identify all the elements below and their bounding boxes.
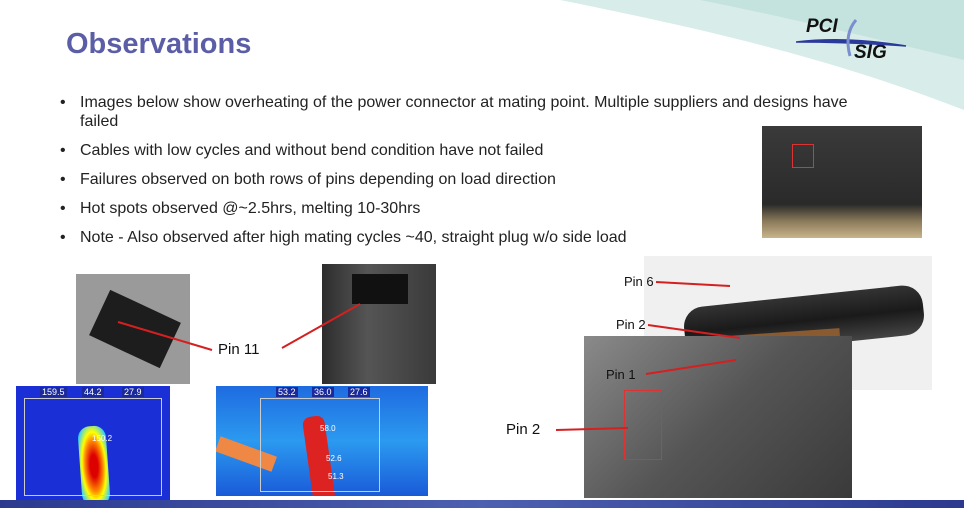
bullet-item: Images below show overheating of the pow…	[60, 93, 860, 131]
logo-text-pci: PCI	[806, 16, 838, 37]
thermal-readout: 36.0	[312, 387, 334, 397]
label-pin1: Pin 1	[606, 367, 636, 382]
label-pin2-connector: Pin 2	[506, 421, 541, 438]
highlight-box	[792, 144, 814, 168]
thermal-image-left: 159.5 44.2 27.9 150.2	[16, 386, 170, 500]
slide-title: Observations	[66, 28, 252, 60]
thermal-image-right: 53.2 36.0 27.6 58.0 52.6 51.3	[216, 386, 428, 496]
thermal-marker: 52.6	[326, 454, 342, 463]
bullet-item: Hot spots observed @~2.5hrs, melting 10-…	[60, 199, 860, 218]
label-pin11: Pin 11	[218, 341, 260, 358]
bullet-item: Cables with low cycles and without bend …	[60, 141, 860, 160]
logo-swoosh-icon	[796, 19, 907, 57]
footer-bar	[0, 500, 964, 508]
connector-photo-top-right	[762, 126, 922, 238]
highlight-box	[624, 390, 662, 460]
thermal-readout: 27.6	[348, 387, 370, 397]
bullet-list: Images below show overheating of the pow…	[60, 93, 860, 257]
thermal-readout: 44.2	[82, 387, 104, 397]
thermal-marker: 150.2	[92, 434, 113, 443]
thermal-readout: 53.2	[276, 387, 298, 397]
logo-text-sig: SIG	[854, 42, 887, 63]
thermal-readout: 159.5	[40, 387, 67, 397]
bullet-item: Failures observed on both rows of pins d…	[60, 170, 860, 189]
bullet-item: Note - Also observed after high mating c…	[60, 228, 860, 247]
header-wave-background	[560, 0, 964, 110]
melted-connector-photo	[584, 336, 852, 498]
cable-photo-pin11	[322, 264, 436, 384]
thermal-marker: 51.3	[328, 472, 344, 481]
thermal-readout: 27.9	[122, 387, 144, 397]
label-pin2-cable: Pin 2	[616, 317, 646, 332]
thermal-marker: 58.0	[320, 424, 336, 433]
connector-photo-pin11	[76, 274, 190, 384]
pci-sig-logo: PCI SIG	[796, 12, 926, 68]
label-pin6: Pin 6	[624, 274, 654, 289]
